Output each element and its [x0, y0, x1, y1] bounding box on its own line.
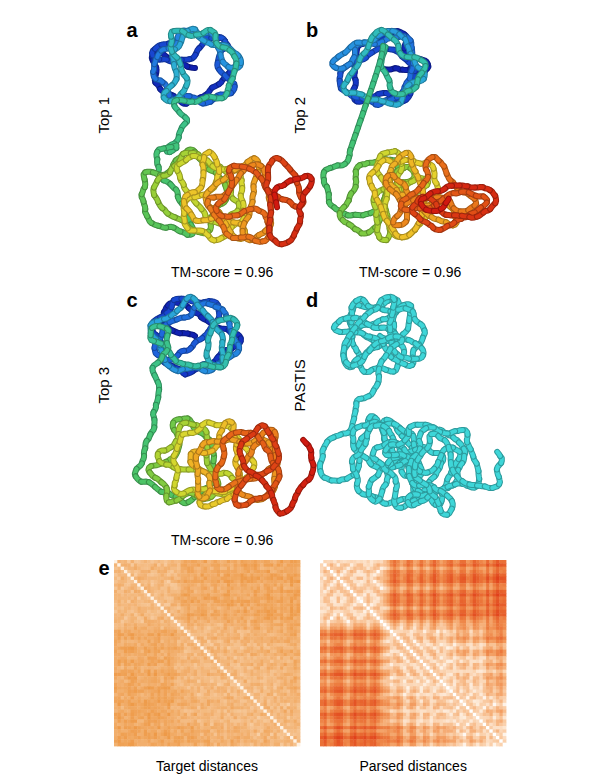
chromosome-structure [142, 29, 312, 244]
tube-body [276, 202, 277, 207]
chromosome-structure [323, 30, 496, 240]
tube-segment [276, 202, 277, 207]
